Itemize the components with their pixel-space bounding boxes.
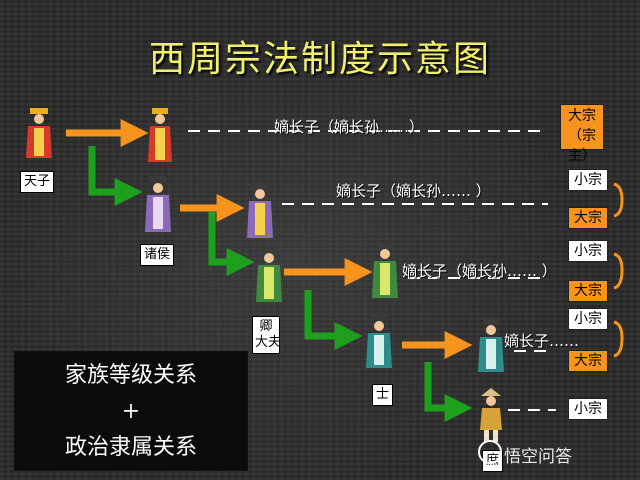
succession-text-3: 嫡长子（嫡长孙…… ） [402,262,557,280]
bracket-1 [613,182,624,218]
rank-label-qing-dafu: 卿 大夫 [252,316,282,354]
brackets [613,182,624,358]
dazong-box-2: 大宗 [568,280,608,302]
rank-label-zhuhou: 诸侯 [140,244,175,266]
page-title: 西周宗法制度示意图 [148,39,491,80]
green-arrow-2 [208,212,255,276]
emperor-heir-figure [148,108,172,162]
dazong-box-3: 大宗 [568,350,608,372]
bracket-2 [613,252,624,290]
summary-line-1: 家族等级关系 [64,363,197,388]
rank-label-shi: 士 [372,384,394,406]
green-arrow-1 [88,146,143,206]
succession-dashed-lines [188,130,556,411]
succession-text-4: 嫡长子…… [504,332,580,350]
green-arrow-4 [424,362,473,422]
bracket-3 [613,320,624,358]
official-figure [256,246,282,302]
dazong-zongzhu-box: 大宗 （宗主） [560,104,604,164]
xiaozong-box-4: 小宗 [568,398,608,420]
green-arrows [88,146,473,422]
summary-line-3: 政治隶属关系 [64,435,197,460]
dazong-box-1: 大宗 [568,207,608,229]
official-heir-figure [372,242,398,298]
xiaozong-box-1: 小宗 [568,169,608,191]
green-arrow-3 [304,290,363,350]
xiaozong-box-3: 小宗 [568,308,608,330]
rank-label-qing: 卿 [259,319,273,334]
orange-arrows [66,119,473,359]
emperor-figure [26,108,52,158]
succession-text-2: 嫡长子（嫡长孙…… ） [336,182,491,200]
rank-label-tianzi: 天子 [20,171,55,193]
zongzhu-label: （宗主） [568,128,596,164]
scholar-heir-figure [478,318,504,372]
watermark-logo-icon [478,440,502,464]
scholar-figure [366,314,392,368]
summary-panel: 家族等级关系 + 政治隶属关系 [14,351,248,471]
noble-figure [145,176,171,232]
commoner-figure [480,388,502,442]
succession-text-1: 嫡长子（嫡长孙……） [274,118,425,136]
noble-heir-figure [247,182,273,238]
xiaozong-box-2: 小宗 [568,240,608,262]
dazong-label: 大宗 [568,108,596,124]
summary-line-2: + [121,399,141,424]
rank-label-dafu: 大夫 [255,335,282,350]
watermark-text: 悟空问答 [504,447,572,467]
